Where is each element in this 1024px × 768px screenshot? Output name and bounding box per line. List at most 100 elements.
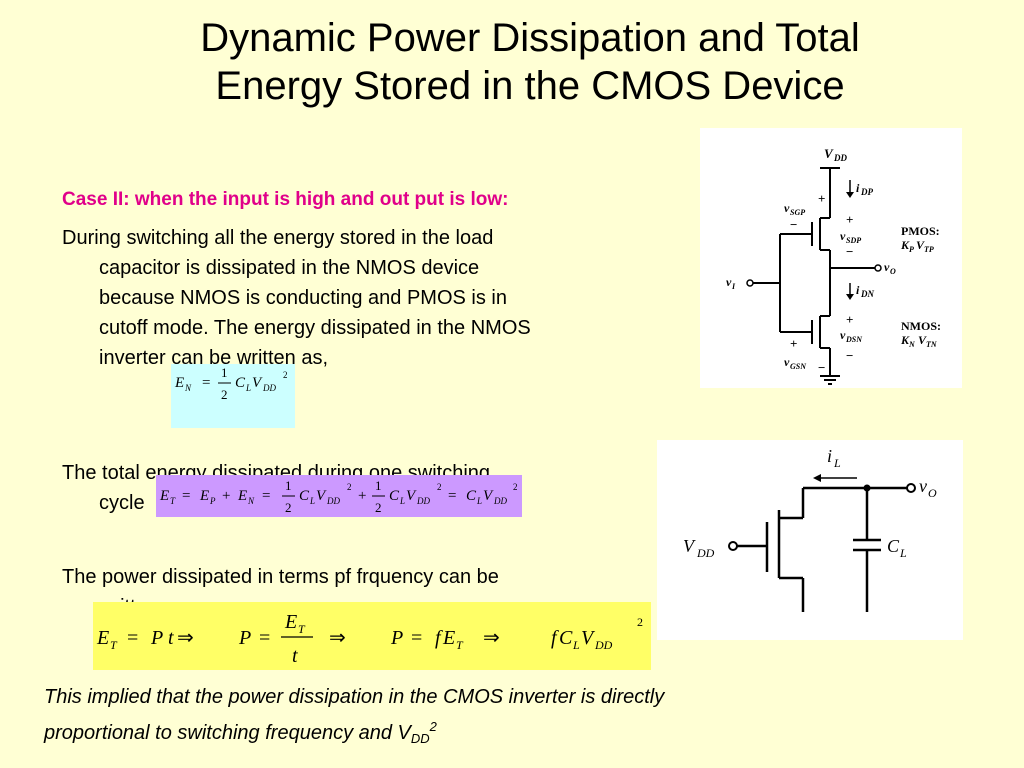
eq2-exp-3: 2: [513, 482, 518, 492]
eq2-plus-1: +: [222, 488, 230, 504]
nmos-kn-sub: N: [908, 340, 916, 349]
output-terminal: [874, 264, 882, 272]
equation-power: E T = P t ⇒ P = E T t ⇒ P = f E T ⇒ f C …: [93, 602, 651, 670]
vgsn-minus: −: [818, 360, 825, 375]
eq3-implies-2: ⇒: [329, 627, 346, 649]
eq2-v-sub-2: DD: [416, 496, 430, 506]
vsdp-label-sub: SDP: [846, 236, 861, 245]
vsgp-label-sub: SGP: [790, 208, 805, 217]
eq1-c-sub: L: [245, 383, 251, 393]
vdsn-plus: +: [846, 312, 853, 327]
para1-line-3: because NMOS is conducting and PMOS is i…: [99, 287, 507, 309]
pmos-kp-sub: P: [909, 245, 914, 254]
eq1-exp: 2: [283, 370, 288, 380]
eq2-ep-sub: P: [209, 496, 216, 506]
eq3-exp: 2: [637, 615, 643, 629]
eq2-v-1: V: [316, 488, 327, 504]
eq2-v-2: V: [406, 488, 417, 504]
eq3-t-1: t: [168, 627, 174, 649]
eq2-c-sub-1: L: [309, 496, 315, 506]
eq2-en: E: [237, 488, 247, 504]
eq1-v-sub: DD: [262, 383, 276, 393]
conclusion-line-2: proportional to switching frequency and …: [44, 712, 944, 754]
eq2-den-2: 2: [375, 500, 382, 515]
eq2-c-1: C: [299, 488, 310, 504]
eq2-num-1: 1: [285, 478, 292, 493]
nmos-label: NMOS:: [901, 319, 941, 333]
eq3-implies-1: ⇒: [177, 627, 194, 649]
eq2-v-sub-1: DD: [326, 496, 340, 506]
eq2-v-sub-3: DD: [493, 496, 507, 506]
vsdp-minus: −: [846, 244, 853, 259]
vo-terminal: [906, 483, 916, 493]
vsdp-label: v: [840, 229, 846, 243]
eq3-c: C: [559, 627, 573, 649]
eq3-equals-1: =: [127, 627, 138, 649]
idn-label-sub: DN: [860, 289, 874, 299]
eq2-c-sub-3: L: [476, 496, 482, 506]
output-node-dot: [863, 484, 871, 492]
vo-label-sub: O: [928, 486, 937, 500]
eq2-c-sub-2: L: [399, 496, 405, 506]
il-label: i: [827, 446, 832, 466]
para2-line-2: cycle: [99, 492, 145, 514]
eq2-equals-2: =: [262, 488, 270, 504]
eq3-et-1: E: [96, 627, 109, 649]
eq3-equals-2: =: [259, 627, 270, 649]
il-label-sub: L: [833, 456, 841, 470]
conclusion-vdd-sub: DD: [410, 731, 430, 746]
eq3-p-3: P: [390, 627, 403, 649]
eq1-en-sub: N: [184, 383, 192, 393]
il-arrow-head: [813, 474, 821, 482]
pmos-vtp: V: [916, 238, 925, 252]
vo-label: v: [919, 476, 927, 496]
vsgp-label: v: [784, 201, 790, 215]
eq2-equals-3: =: [448, 488, 456, 504]
pmos-vtp-sub: TP: [924, 245, 934, 254]
eq3-p-1: P: [150, 627, 163, 649]
eq2-v-3: V: [483, 488, 494, 504]
vsgp-minus: −: [790, 217, 797, 232]
paragraph-nmos-energy: During switching all the energy stored i…: [62, 223, 662, 373]
eq2-plus-2: +: [358, 488, 366, 504]
vdd-label: V: [824, 146, 834, 161]
eq2-et-sub: T: [170, 496, 176, 506]
eq1-den: 2: [221, 387, 228, 402]
title-line-2: Energy Stored in the CMOS Device: [215, 64, 845, 108]
eq2-equals-1: =: [182, 488, 190, 504]
vgsn-plus: +: [790, 336, 797, 351]
eq2-num-2: 1: [375, 478, 382, 493]
nmos-vtn: V: [918, 333, 927, 347]
idp-label-sub: DP: [860, 187, 873, 197]
eq3-f-1: f: [435, 627, 443, 649]
para1-line-2: capacitor is dissipated in the NMOS devi…: [99, 257, 480, 279]
vdsn-label: v: [840, 328, 846, 342]
idn-label: i: [856, 283, 860, 297]
equation-en: E N = 1 2 C L V DD 2: [171, 364, 295, 428]
eq3-v: V: [581, 627, 596, 649]
idp-arrow-head: [846, 192, 854, 198]
eq2-ep: E: [199, 488, 209, 504]
vi-label: v: [726, 275, 732, 289]
cl-label-sub: L: [899, 546, 907, 560]
eq3-et-sub-2: T: [298, 622, 306, 636]
eq2-exp-2: 2: [437, 482, 442, 492]
vdsn-label-sub: DSN: [845, 335, 863, 344]
eq3-equals-3: =: [411, 627, 422, 649]
slide-title: Dynamic Power Dissipation and Total Ener…: [40, 14, 1020, 110]
eq3-t-2: t: [292, 645, 298, 667]
eq3-et-sub-1: T: [110, 638, 118, 652]
pmos-label: PMOS:: [901, 224, 940, 238]
conclusion-line-1: This implied that the power dissipation …: [44, 686, 665, 708]
vdsn-minus: −: [846, 348, 853, 363]
nmos-vtn-sub: TN: [926, 340, 938, 349]
eq3-c-sub: L: [572, 638, 580, 652]
vi-label-sub: I: [731, 282, 736, 291]
eq2-den-1: 2: [285, 500, 292, 515]
vsgp-plus: +: [818, 191, 825, 206]
idn-arrow-head: [846, 294, 854, 300]
eq2-c-3: C: [466, 488, 477, 504]
conclusion-vdd-sup: 2: [429, 719, 437, 734]
nmos-load-capacitor-diagram: i L v O V DD C L: [657, 440, 963, 640]
eq3-et-3: E: [442, 627, 455, 649]
